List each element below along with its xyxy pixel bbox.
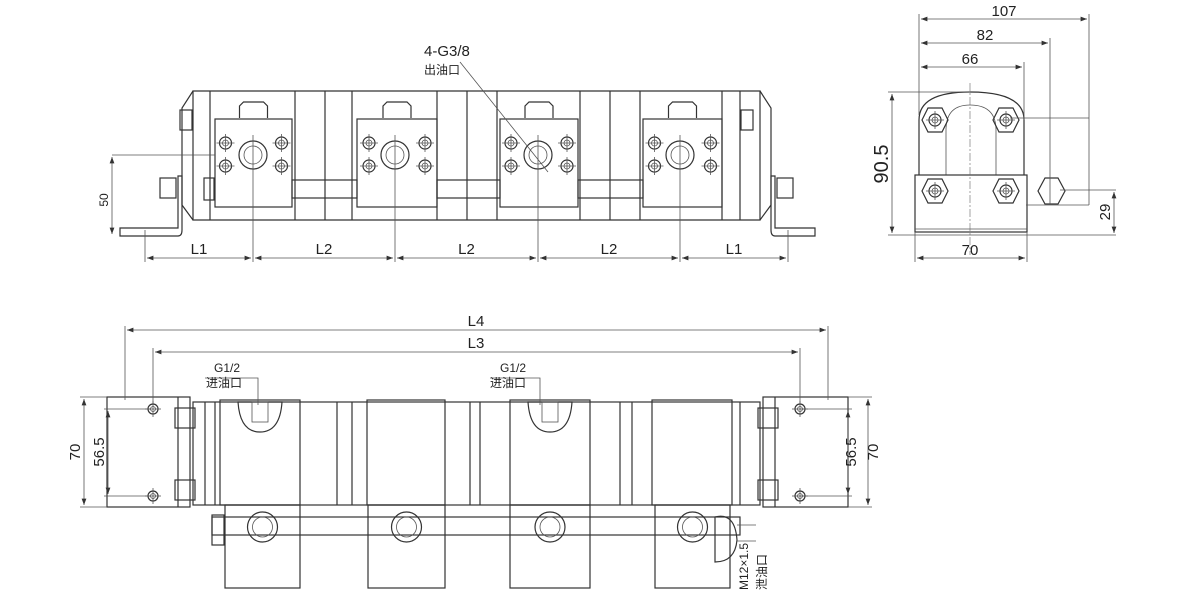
dim-L4-label: L4 <box>468 313 485 330</box>
spacing-dim-label: L1 <box>726 241 743 258</box>
outlet-block <box>642 118 723 208</box>
right-end-cap <box>759 90 772 221</box>
manifold-box <box>224 504 301 589</box>
dim-height-label: 90.5 <box>871 145 893 184</box>
manifold-pipe <box>211 516 741 536</box>
mount-holes <box>145 401 808 504</box>
drain-plug-hex <box>1037 177 1066 205</box>
pump-body-outline <box>192 90 761 221</box>
side-nuts <box>921 107 1020 204</box>
manifold-box <box>654 504 731 589</box>
outlet-port-icon <box>534 511 566 543</box>
pipe-end-cap <box>211 514 225 546</box>
spacing-dim-label: L1 <box>191 241 208 258</box>
dim-107-label: 107 <box>991 3 1016 20</box>
spacing-dim-label: L2 <box>316 241 333 258</box>
left-bracket-nut <box>159 177 177 199</box>
section-dividers <box>209 91 741 220</box>
inlet-port-icon <box>237 401 283 433</box>
spacing-dim-label: L2 <box>601 241 618 258</box>
spacing-dim-label: L2 <box>458 241 475 258</box>
section-block <box>219 399 301 506</box>
hex-bolt-head-icon <box>382 101 412 118</box>
left-top-nut <box>179 109 193 131</box>
nut-icon <box>174 479 196 501</box>
hex-bolt-head-icon <box>667 101 698 118</box>
drain-port <box>714 515 738 563</box>
side-base-block <box>914 174 1028 233</box>
left-end-cap <box>181 90 194 221</box>
outlet-block <box>499 118 579 208</box>
spacing-dims: L1 L2 L2 L2 L1 <box>144 230 789 262</box>
dim-82-label: 82 <box>977 27 994 44</box>
dim-66-label: 66 <box>962 51 979 68</box>
hex-bolt-head-icon <box>524 101 554 118</box>
hex-nut-icon <box>992 107 1020 133</box>
right-top-nut <box>740 109 754 131</box>
section-block <box>366 399 446 506</box>
dim-29-label: 29 <box>1097 204 1114 221</box>
right-bracket-nut <box>776 177 794 199</box>
dim-L3-label: L3 <box>468 335 485 352</box>
outlet-manifold-boxes <box>211 504 731 589</box>
hex-bolt-head-icon <box>238 101 269 118</box>
outlet-leader-line <box>459 61 549 173</box>
outlet-blocks <box>214 101 723 262</box>
right-mount-plate <box>762 396 849 508</box>
hex-nut-icon <box>921 178 949 204</box>
section-block <box>509 399 591 506</box>
manifold-box <box>367 504 446 589</box>
front-view: M12×1.5 泄油口 L4 L3 G1/2 进油口 G1/2 进油口 70 5… <box>67 313 882 590</box>
top-view: 50 L1 L2 L2 L2 L1 4-G3/8 出油口 <box>97 43 816 262</box>
crossbar <box>436 179 501 199</box>
height-dim-label: 50 <box>97 193 111 207</box>
nut-icon <box>757 479 779 501</box>
side-upper-housing <box>918 91 1025 175</box>
outlet-block <box>214 118 293 208</box>
left-dim-70-label: 70 <box>67 444 84 461</box>
inlet-name-2: 进油口 <box>490 376 526 390</box>
section-block <box>651 399 733 506</box>
left-plug <box>203 177 215 201</box>
inlet-port-icon <box>527 401 573 433</box>
left-dim-56-5-label: 56.5 <box>91 437 108 466</box>
outlet-label: 4-G3/8 <box>424 43 470 60</box>
side-view: 107 82 66 90.5 29 70 <box>871 3 1117 262</box>
front-section-blocks <box>219 399 733 506</box>
inlet-label-2: G1/2 <box>500 361 526 375</box>
inlet-label-1: G1/2 <box>214 361 240 375</box>
manifold-box <box>509 504 591 589</box>
front-pump-body <box>192 401 761 506</box>
drain-label: M12×1.5 <box>737 543 751 590</box>
outlet-name: 出油口 <box>424 63 460 77</box>
nut-icon <box>174 407 196 429</box>
outlet-block <box>356 118 438 208</box>
outlet-port-icon <box>246 511 279 543</box>
right-dim-70-label: 70 <box>865 444 882 461</box>
left-mount-bracket <box>119 175 183 237</box>
drain-name: 泄油口 <box>755 554 769 590</box>
inlet-name-1: 进油口 <box>206 376 242 390</box>
outlet-port-icon <box>676 511 709 543</box>
dim-base-label: 70 <box>962 242 979 259</box>
hex-nut-icon <box>921 107 949 133</box>
outlet-port-icon <box>390 511 423 543</box>
hex-nut-icon <box>992 178 1020 204</box>
nut-icon <box>757 407 779 429</box>
right-mount-bracket <box>770 175 816 237</box>
right-dim-56-5-label: 56.5 <box>843 437 860 466</box>
